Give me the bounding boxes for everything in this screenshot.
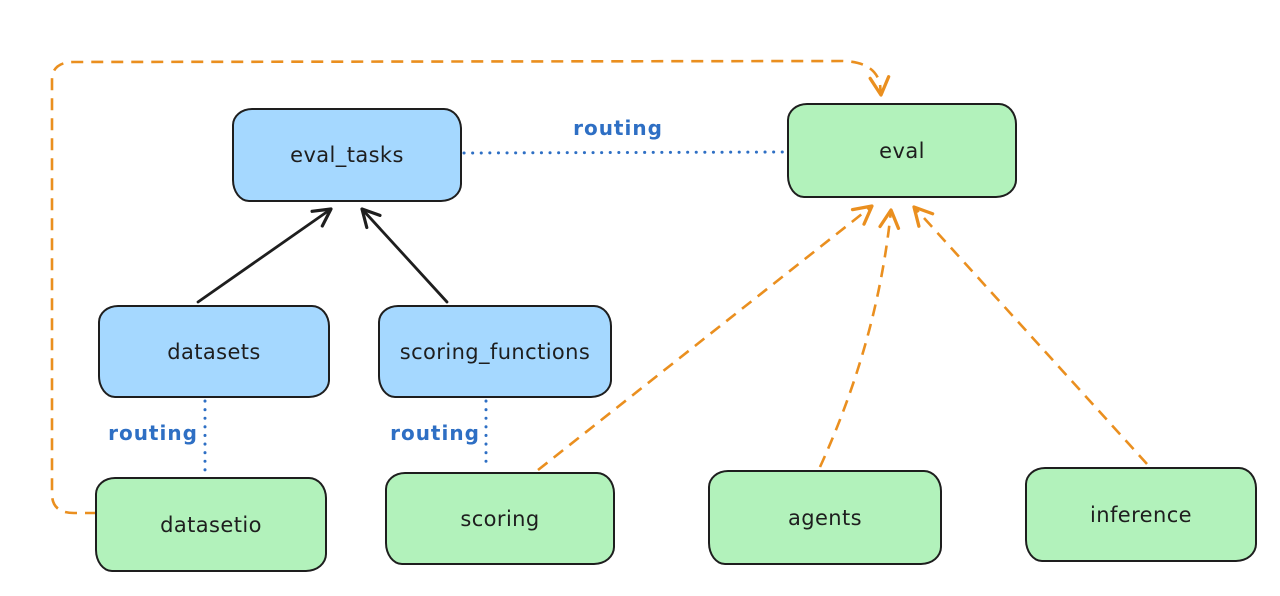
edge-datasets-eval_tasks <box>196 207 333 304</box>
edge-routing-eval_tasks-eval <box>462 150 787 155</box>
node-scoring_functions: scoring_functions <box>378 305 612 398</box>
node-datasetio: datasetio <box>95 477 327 572</box>
edge-datasetio-eval <box>50 59 891 515</box>
node-eval_tasks: eval_tasks <box>232 108 462 202</box>
node-datasets: datasets <box>98 305 330 398</box>
edge-scoring_functions-eval_tasks <box>360 207 449 304</box>
node-eval: eval <box>787 103 1017 198</box>
edge-scoring-eval <box>537 204 874 472</box>
edge-label-routing-top: routing <box>573 116 663 140</box>
node-datasetio-label: datasetio <box>160 512 262 537</box>
node-scoring_functions-label: scoring_functions <box>399 339 591 364</box>
edge-inference-eval <box>912 205 1148 465</box>
node-eval-label: eval <box>879 138 925 163</box>
node-agents-label: agents <box>787 505 862 530</box>
edge-label-routing-scoring_functions: routing <box>390 421 480 445</box>
node-scoring-label: scoring <box>460 506 540 531</box>
node-eval_tasks-label: eval_tasks <box>290 143 404 167</box>
node-inference: inference <box>1025 467 1257 562</box>
node-inference-label: inference <box>1090 502 1192 527</box>
node-scoring: scoring <box>385 472 615 565</box>
node-datasets-label: datasets <box>167 339 261 364</box>
edge-agents-eval <box>818 208 901 468</box>
edge-label-routing-datasets: routing <box>108 421 198 445</box>
node-agents: agents <box>708 470 942 565</box>
